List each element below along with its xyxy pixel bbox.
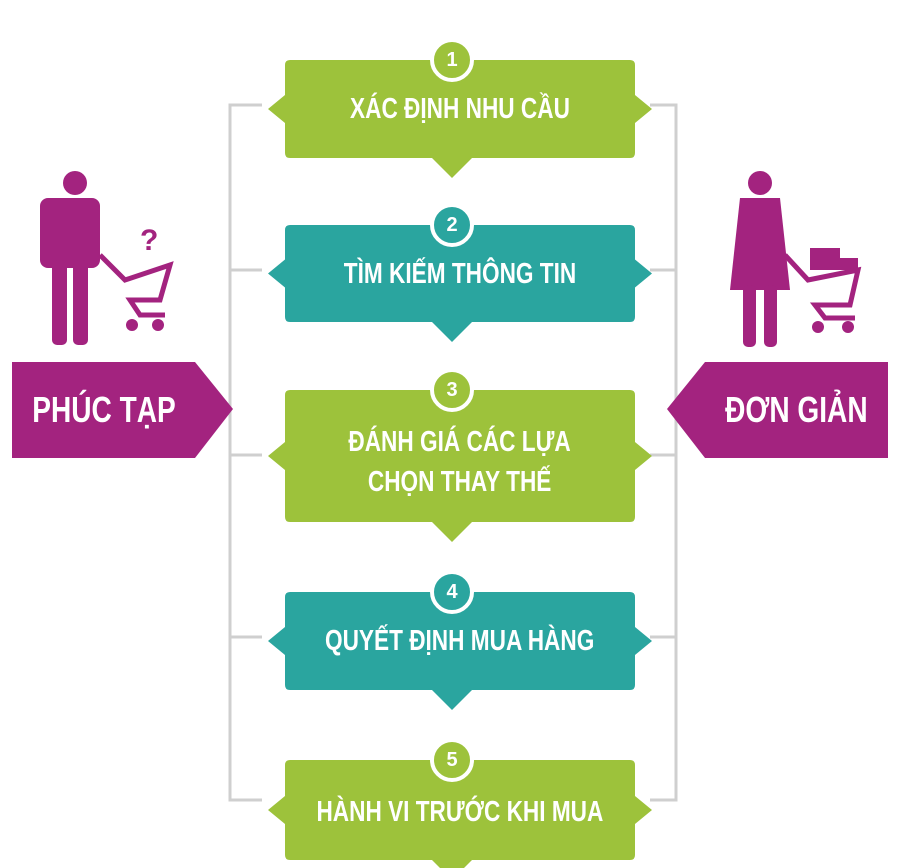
step-1-number: 1 [446,48,458,71]
step-1-number-circle [430,38,474,82]
step-3-number-circle [430,368,474,412]
step-5-box [268,760,652,868]
left-bracket [228,103,262,802]
step-3-number: 3 [446,378,458,401]
simple-label: ĐƠN GIẢN [705,362,888,458]
step-2-number-circle [430,203,474,247]
step-1-box [268,60,652,178]
step-1-label: XÁC ĐỊNH NHU CẦU [350,93,570,126]
step-4-number: 4 [446,580,458,603]
step-4-number-circle [430,570,474,614]
svg-text:?: ? [140,224,158,257]
complex-label-text: PHÚC TẠP [31,388,176,430]
right-label-arrow [667,362,888,458]
complex-label: PHÚC TẠP [12,362,195,458]
step-5-number-circle [430,738,474,782]
step-2-label: TÌM KIẾM THÔNG TIN [343,258,577,291]
step-4-label: QUYẾT ĐỊNH MUA HÀNG [325,625,595,658]
step-2-number: 2 [446,213,458,236]
man-with-cart-question-icon: ? [40,171,174,345]
step-5-label: HÀNH VI TRƯỚC KHI MUA [316,796,604,829]
right-bracket [650,103,678,802]
step-3-box [268,390,652,542]
step-4-box [268,592,652,710]
left-label-arrow [12,362,233,458]
woman-with-full-cart-icon [730,171,862,347]
simple-label-text: ĐƠN GIẢN [725,388,868,430]
step-2-box [268,225,652,342]
step-5-number: 5 [446,748,458,771]
